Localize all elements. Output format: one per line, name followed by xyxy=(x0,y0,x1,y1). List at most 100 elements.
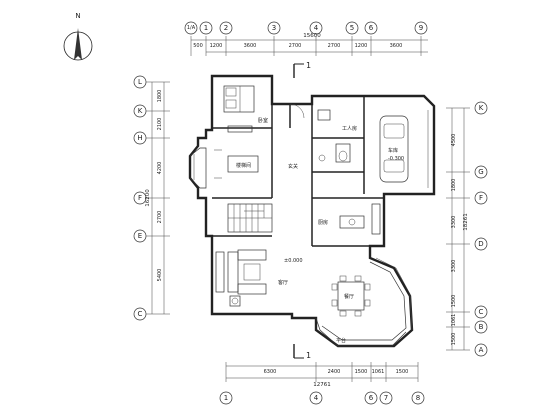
foyer: 玄关 xyxy=(288,103,305,170)
bottom-axis-label: 7 xyxy=(384,394,388,402)
right-axis-bubbles: K G F D C B A xyxy=(474,101,488,357)
foyer-label: 玄关 xyxy=(288,163,298,170)
section-mark-top-label: 1 xyxy=(306,61,311,70)
bottom-axis-label: 4 xyxy=(314,394,319,402)
toilet-icon xyxy=(335,143,351,163)
right-axis-label: K xyxy=(479,104,484,112)
garage-label: 车库 xyxy=(388,147,398,154)
left-dim-2: 2100 xyxy=(157,118,163,131)
right-total-dimension: 18261 xyxy=(463,213,469,231)
garage: 车库 -0.300 xyxy=(379,110,429,188)
top-axis-label: 3 xyxy=(272,24,276,32)
right-axis-label: D xyxy=(478,240,483,248)
right-axis-label: B xyxy=(479,323,484,331)
dining-bay-window xyxy=(321,261,407,341)
north-label: N xyxy=(75,12,80,20)
bottom-axis-label: 1 xyxy=(224,394,228,402)
left-axis-label: F xyxy=(138,194,142,202)
top-total-dimension: 15600 xyxy=(303,33,321,39)
right-dim-1: 4500 xyxy=(451,134,457,147)
left-axis-label: H xyxy=(137,134,142,142)
bedroom: 卧室 xyxy=(223,85,268,133)
top-axis-label: 5 xyxy=(350,24,354,32)
left-dim-3: 4200 xyxy=(157,162,163,175)
bottom-axis-bubbles: 1 4 6 7 8 xyxy=(219,391,425,405)
top-axis-label: 1 xyxy=(204,24,208,32)
left-dim-4: 2700 xyxy=(157,211,163,224)
top-axis-label: 2 xyxy=(224,24,228,32)
right-axis-label: A xyxy=(479,346,484,354)
bottom-axis-label: 6 xyxy=(369,394,374,402)
right-dim-4: 3300 xyxy=(451,260,457,273)
top-axis-bubbles: 1/A 1 2 3 4 5 6 9 xyxy=(184,21,428,35)
sofa-icon xyxy=(227,251,239,293)
bottom-total-dimension: 12761 xyxy=(313,382,331,388)
tv-cabinet-icon xyxy=(215,251,225,293)
kitchen-cabinet-icon xyxy=(371,203,381,235)
right-axis-label: F xyxy=(479,194,483,202)
garage-level: -0.300 xyxy=(388,156,404,162)
top-dim-5: 2700 xyxy=(328,43,341,49)
side-table-icon xyxy=(229,295,241,307)
right-dim-2: 1800 xyxy=(451,179,457,192)
staircase xyxy=(227,203,273,233)
top-dimension-chain: 15600 500 1200 3600 2700 2700 1200 3600 xyxy=(190,33,428,56)
kitchen: 厨房 xyxy=(318,203,381,235)
living-room-level: ±0.000 xyxy=(284,258,303,264)
section-mark-bottom-label: 1 xyxy=(306,351,311,360)
top-dim-1: 500 xyxy=(193,43,203,49)
north-needle-icon xyxy=(74,28,82,60)
top-dim-2: 1200 xyxy=(210,43,223,49)
right-dim-3: 3300 xyxy=(451,216,457,229)
interior-partitions xyxy=(212,76,384,247)
left-axis-bubbles: L K H F E C xyxy=(133,75,147,321)
north-arrow: N xyxy=(63,12,93,61)
kitchen-counter-icon xyxy=(339,215,365,229)
right-axis-label: C xyxy=(479,308,484,316)
top-dim-4: 2700 xyxy=(289,43,302,49)
stair-hall: 楼梯间 xyxy=(214,149,259,179)
bedroom-cabinet-icon xyxy=(227,125,253,133)
right-dimension-chain: 4500 1800 3300 3300 1500 1061 1500 18261 xyxy=(446,107,470,351)
bottom-axis-label: 8 xyxy=(416,394,420,402)
coffee-table-icon xyxy=(243,263,261,281)
terrace: 平台 xyxy=(315,317,407,347)
left-axis-label: C xyxy=(138,310,143,318)
right-dim-6: 1061 xyxy=(451,314,457,327)
dining-room-label: 餐厅 xyxy=(344,293,354,300)
top-axis-label: 4 xyxy=(314,24,319,32)
top-axis-label: 1/A xyxy=(187,25,196,31)
washbasin-icon xyxy=(317,109,331,121)
top-axis-label: 6 xyxy=(369,24,374,32)
bedroom-label: 卧室 xyxy=(258,117,268,124)
bottom-dim-3: 1500 xyxy=(355,369,368,375)
entry-door-swing xyxy=(289,103,305,119)
left-total-dimension: 16200 xyxy=(145,189,151,207)
left-axis-label: K xyxy=(138,107,143,115)
bottom-dimension-chain: 6300 2400 1500 1061 1500 12761 xyxy=(225,362,419,388)
left-dimension-chain: 16200 1800 2100 4200 2700 5400 xyxy=(145,81,170,315)
right-dim-7: 1500 xyxy=(451,333,457,346)
right-axis-label: G xyxy=(478,168,483,176)
bottom-dim-1: 6300 xyxy=(264,369,277,375)
left-dim-5: 5400 xyxy=(157,269,163,282)
left-axis-label: E xyxy=(138,232,142,240)
bottom-dim-5: 1500 xyxy=(396,369,409,375)
top-dim-7: 3600 xyxy=(390,43,403,49)
terrace-edge xyxy=(315,317,407,347)
right-dim-5: 1500 xyxy=(451,295,457,308)
car-icon xyxy=(379,115,409,183)
section-mark: 1 1 xyxy=(293,61,311,360)
left-dim-1: 1800 xyxy=(157,90,163,103)
left-axis-label: L xyxy=(138,78,142,86)
top-axis-label: 9 xyxy=(419,24,423,32)
bottom-dim-2: 2400 xyxy=(328,369,341,375)
top-dim-6: 1200 xyxy=(355,43,368,49)
dining-table-icon xyxy=(337,281,365,311)
bed-icon xyxy=(223,85,255,113)
servant-room-label: 工人房 xyxy=(342,125,357,132)
terrace-label: 平台 xyxy=(336,337,346,344)
living-room-label: 客厅 xyxy=(278,279,288,286)
top-dim-3: 3600 xyxy=(244,43,257,49)
bottom-dim-4: 1061 xyxy=(372,369,385,375)
